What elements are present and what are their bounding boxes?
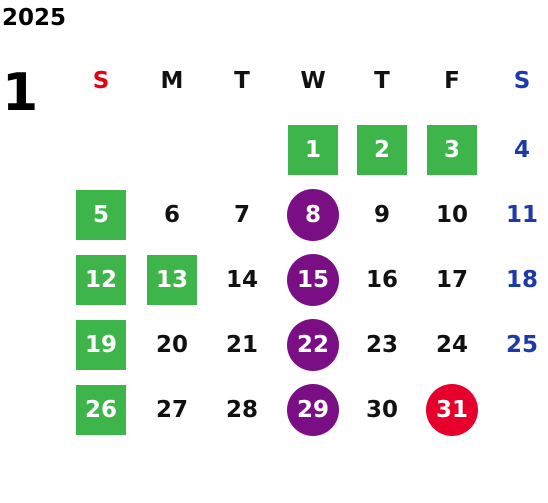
day-cell[interactable]: 6 <box>163 202 180 228</box>
month-number: 1 <box>2 63 39 123</box>
day-cell[interactable]: 11 <box>505 202 538 228</box>
weekday-header-friday: F <box>444 68 460 94</box>
day-cell[interactable]: 27 <box>155 397 188 423</box>
day-cell[interactable]: 20 <box>155 332 188 358</box>
weekday-header-sunday: S <box>92 68 110 94</box>
weekday-header-monday: M <box>160 68 184 94</box>
day-cell[interactable]: 30 <box>365 397 398 423</box>
day-cell[interactable]: 29 <box>287 384 339 436</box>
day-cell[interactable]: 18 <box>505 267 538 293</box>
day-cell[interactable]: 2 <box>357 125 407 175</box>
day-cell[interactable]: 25 <box>505 332 538 358</box>
day-cell[interactable]: 14 <box>225 267 258 293</box>
day-cell[interactable]: 4 <box>513 137 530 163</box>
day-cell[interactable]: 16 <box>365 267 398 293</box>
weekday-header-wednesday: W <box>300 68 326 94</box>
day-cell[interactable]: 19 <box>76 320 126 370</box>
day-cell[interactable]: 28 <box>225 397 258 423</box>
day-cell[interactable]: 10 <box>435 202 468 228</box>
year-label: 2025 <box>2 5 67 31</box>
weekday-header-tuesday: T <box>234 68 250 94</box>
day-cell[interactable]: 31 <box>426 384 478 436</box>
weekday-header-thursday: T <box>374 68 390 94</box>
day-cell[interactable]: 1 <box>288 125 338 175</box>
day-cell[interactable]: 22 <box>287 319 339 371</box>
day-cell[interactable]: 9 <box>373 202 390 228</box>
day-cell[interactable]: 13 <box>147 255 197 305</box>
day-cell[interactable]: 5 <box>76 190 126 240</box>
day-cell[interactable]: 8 <box>287 189 339 241</box>
day-cell[interactable]: 7 <box>233 202 250 228</box>
day-cell[interactable]: 21 <box>225 332 258 358</box>
weekday-header-saturday: S <box>513 68 531 94</box>
day-cell[interactable]: 17 <box>435 267 468 293</box>
day-cell[interactable]: 24 <box>435 332 468 358</box>
day-cell[interactable]: 12 <box>76 255 126 305</box>
day-cell[interactable]: 23 <box>365 332 398 358</box>
day-cell[interactable]: 26 <box>76 385 126 435</box>
day-cell[interactable]: 3 <box>427 125 477 175</box>
day-cell[interactable]: 15 <box>287 254 339 306</box>
